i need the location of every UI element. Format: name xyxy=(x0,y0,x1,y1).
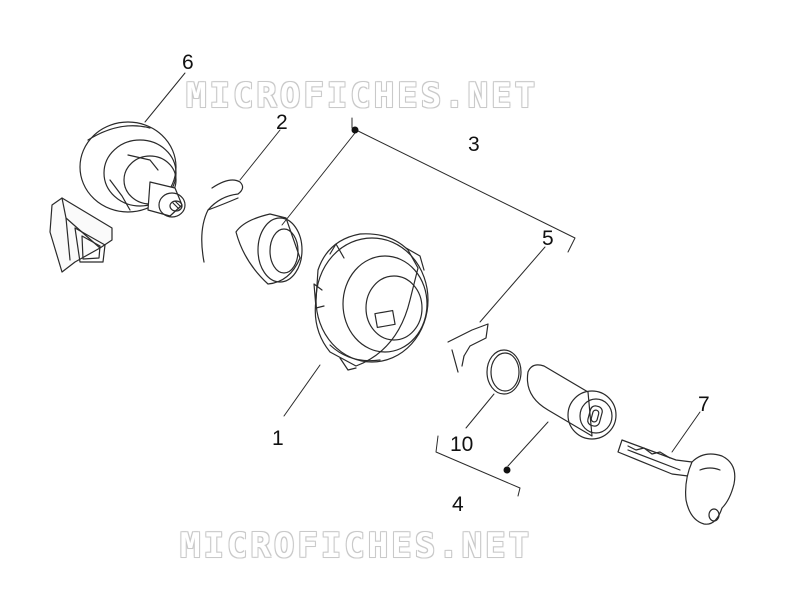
callout-3: 3 xyxy=(468,133,480,156)
leader-7 xyxy=(671,411,701,453)
part-4-lock-cylinder xyxy=(526,364,617,440)
part-sleeve xyxy=(235,213,303,285)
bracket-3 xyxy=(351,117,576,253)
bullet-dot-4 xyxy=(503,466,511,474)
callout-7: 7 xyxy=(698,393,710,416)
part-2-spring-clip xyxy=(201,179,244,263)
callout-4: 4 xyxy=(452,493,464,516)
leader-5 xyxy=(479,246,546,323)
watermark-bottom: MICROFICHES.NET xyxy=(180,526,533,566)
part-10-o-ring xyxy=(486,349,522,395)
bullet-dot-3 xyxy=(351,126,359,134)
bracket-4 xyxy=(435,435,521,497)
callout-2: 2 xyxy=(276,111,288,134)
leader-2 xyxy=(239,129,281,181)
leader-10 xyxy=(465,393,495,429)
leader-1 xyxy=(283,364,321,417)
callout-1: 1 xyxy=(272,427,284,450)
part-5-clip xyxy=(447,323,489,373)
callout-6: 6 xyxy=(182,51,194,74)
leader-6 xyxy=(144,72,186,123)
part-7-key xyxy=(617,439,736,525)
callout-10: 10 xyxy=(450,433,474,456)
watermark-top: MICROFICHES.NET xyxy=(186,76,539,116)
callout-5: 5 xyxy=(542,227,554,250)
leader-3-sleeve xyxy=(281,132,356,226)
part-1-lock-housing xyxy=(313,233,429,371)
leader-4-cylinder xyxy=(507,421,549,467)
part-6-switch-body xyxy=(49,121,186,273)
leader-lines xyxy=(144,72,701,497)
